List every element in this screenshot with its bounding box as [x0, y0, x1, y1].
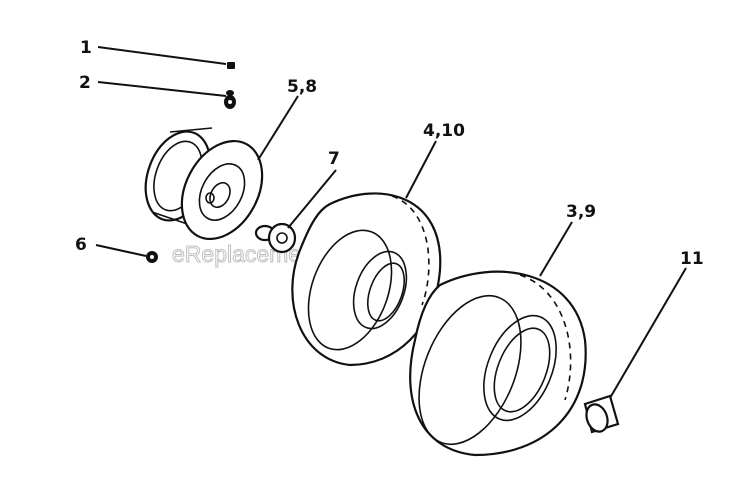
callout-2: 2 [79, 73, 91, 93]
part-6-valve-stem [146, 251, 158, 263]
callout-5-8: 5,8 [287, 77, 317, 97]
part-1-screw [227, 62, 235, 69]
part-7-bushing [254, 222, 297, 254]
callout-4-10: 4,10 [423, 121, 465, 141]
part-11-spacer [583, 394, 620, 434]
part-2-nut [224, 90, 236, 109]
callout-6: 6 [75, 235, 87, 255]
part-5-8-rim [144, 127, 264, 241]
callout-11: 11 [680, 249, 704, 269]
callout-3-9: 3,9 [566, 202, 596, 222]
part-4-10-tire [291, 192, 442, 367]
callout-7: 7 [328, 149, 340, 169]
callout-1: 1 [80, 38, 92, 58]
leader-lines [95, 46, 687, 399]
part-3-9-tire [409, 270, 587, 457]
